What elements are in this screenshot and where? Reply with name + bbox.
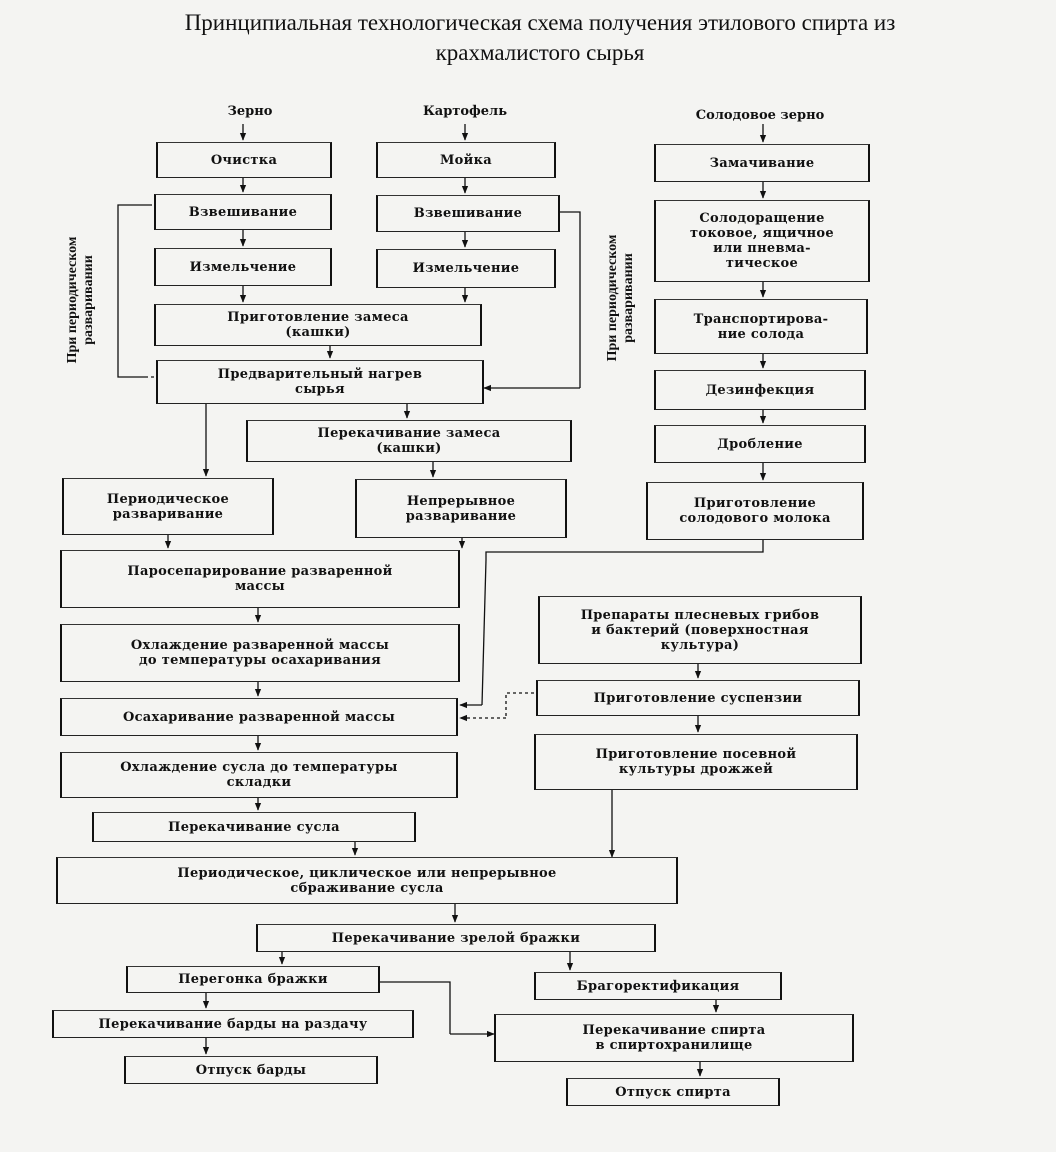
- column-head-grain: Зерно: [227, 104, 273, 119]
- title-line-1: Принципиальная технологическая схема пол…: [184, 10, 896, 35]
- title-line-2: крахмалистого сырья: [435, 40, 645, 65]
- step-potato-weighing: Взвешивание: [376, 195, 560, 232]
- step-rectification: Брагоректификация: [534, 972, 782, 1000]
- step-mold-preparations: Препараты плесневых грибов и бактерий (п…: [538, 596, 862, 664]
- step-mash-preparation: Приготовление замеса (кашки): [154, 304, 482, 346]
- step-germination: Солодоращение токовое, ящичное или пневм…: [654, 200, 870, 282]
- step-malt-transport: Транспортирова- ние солода: [654, 299, 868, 354]
- step-steeping: Замачивание: [654, 144, 870, 182]
- step-continuous-cooking: Непрерывное разваривание: [355, 479, 567, 538]
- step-wort-pumping: Перекачивание сусла: [92, 812, 416, 842]
- step-disinfection: Дезинфекция: [654, 370, 866, 410]
- step-stillage-pumping: Перекачивание барды на раздачу: [52, 1010, 414, 1038]
- step-distillation: Перегонка бражки: [126, 966, 380, 993]
- step-grain-weighing: Взвешивание: [154, 194, 332, 230]
- step-mash-pumping: Перекачивание замеса (кашки): [246, 420, 572, 462]
- step-potato-washing: Мойка: [376, 142, 556, 178]
- step-stillage-release: Отпуск барды: [124, 1056, 378, 1084]
- step-fermentation: Периодическое, циклическое или непрерывн…: [56, 857, 678, 904]
- step-spirit-pumping: Перекачивание спирта в спиртохранилище: [494, 1014, 854, 1062]
- step-crushing: Дробление: [654, 425, 866, 463]
- step-preheating: Предварительный нагрев сырья: [156, 360, 484, 404]
- step-spirit-release: Отпуск спирта: [566, 1078, 780, 1106]
- column-head-potato: Картофель: [422, 104, 508, 119]
- diagram-title: Принципиальная технологическая схема пол…: [60, 8, 1020, 68]
- step-saccharification: Осахаривание разваренной массы: [60, 698, 458, 736]
- step-grain-grinding: Измельчение: [154, 248, 332, 286]
- step-batch-cooking: Периодическое разваривание: [62, 478, 274, 535]
- step-steam-separation: Паросепарирование разваренной массы: [60, 550, 460, 608]
- step-yeast-culture: Приготовление посевной культуры дрожжей: [534, 734, 858, 790]
- step-suspension-preparation: Приготовление суспензии: [536, 680, 860, 716]
- step-grain-cleaning: Очистка: [156, 142, 332, 178]
- step-cooling-to-saccharification: Охлаждение разваренной массы до температ…: [60, 624, 460, 682]
- step-beer-pumping: Перекачивание зрелой бражки: [256, 924, 656, 952]
- column-head-malt-grain: Солодовое зерно: [695, 108, 825, 123]
- step-potato-grinding: Измельчение: [376, 249, 556, 288]
- step-wort-cooling: Охлаждение сусла до температуры складки: [60, 752, 458, 798]
- step-malt-milk: Приготовление солодового молока: [646, 482, 864, 540]
